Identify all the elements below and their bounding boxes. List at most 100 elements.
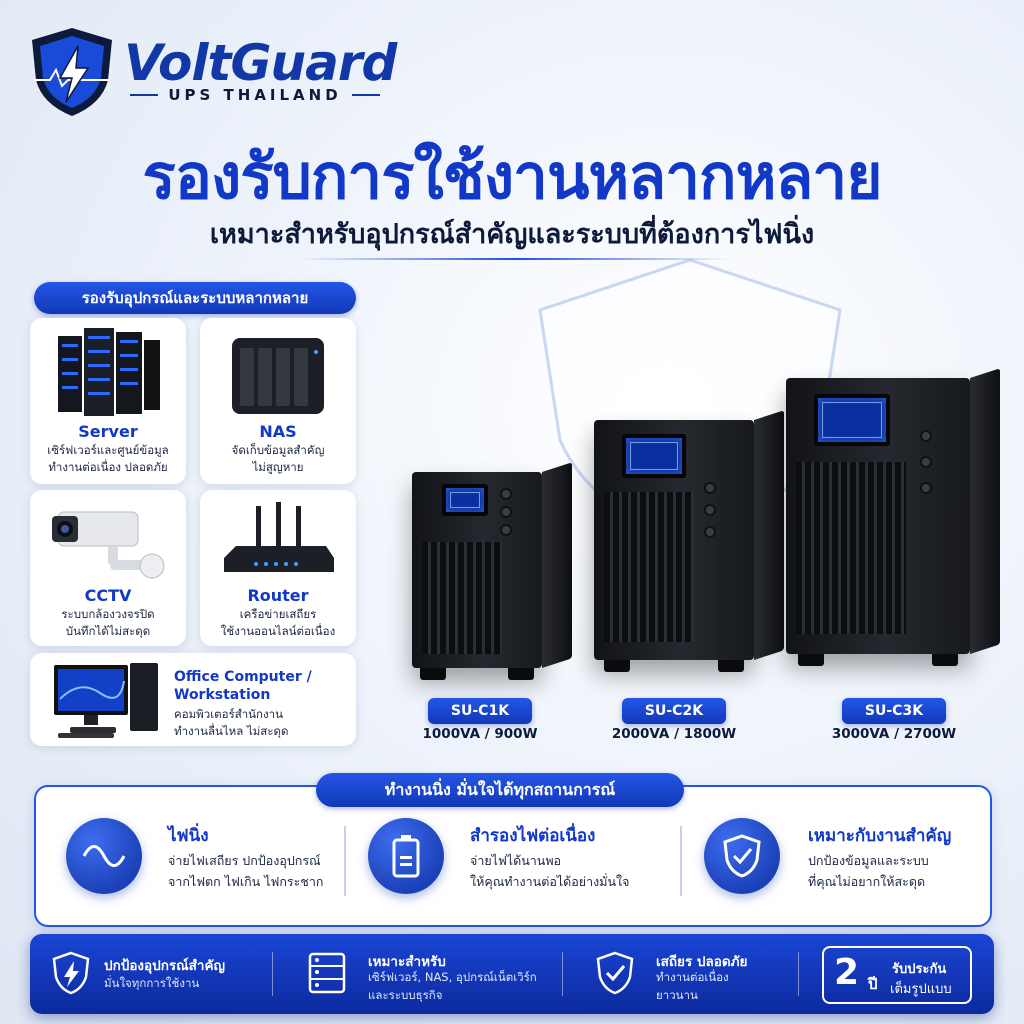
warranty-unit: ปี	[868, 975, 878, 993]
shield-bolt-icon	[48, 950, 94, 996]
bottom-title-suitable: เหมาะสำหรับ	[368, 954, 446, 970]
bottom-divider	[798, 952, 799, 996]
ups-button	[704, 482, 716, 494]
feature-desc-critical-2: ที่คุณไม่อยากให้สะดุด	[808, 874, 926, 889]
bottom-title-protect: ปกป้องอุปกรณ์สำคัญ	[104, 958, 225, 974]
ups-foot	[718, 660, 744, 672]
cctv-camera-icon	[52, 511, 165, 579]
model-spec-su-c1k: 1000VA / 900W	[422, 726, 538, 742]
ups-unit-su-c2k	[594, 410, 784, 672]
feature-title-critical: เหมาะกับงานสำคัญ	[808, 826, 952, 846]
feature-desc-critical-1: ปกป้องข้อมูลและระบบ	[808, 853, 929, 868]
server-rack-icon	[304, 950, 350, 996]
device-desc-nas-2: ไม่สูญหาย	[252, 460, 304, 474]
bottom-desc-suitable-2: และระบบธุรกิจ	[368, 988, 443, 1002]
sine-wave-icon	[66, 818, 142, 894]
device-title-server: Server	[78, 422, 138, 441]
ups-foot	[604, 660, 630, 672]
brand-subtitle-text: UPS THAILAND	[168, 86, 342, 104]
ups-lcd-screen	[622, 434, 686, 478]
bottom-desc-protect: มั่นใจทุกการใช้งาน	[104, 976, 200, 990]
device-title-office-2: Workstation	[174, 687, 271, 703]
feature-desc-stable-2: จากไฟตก ไฟเกิน ไฟกระชาก	[168, 874, 324, 889]
ups-vent	[604, 492, 694, 642]
device-card-server: Server เซิร์ฟเวอร์และศูนย์ข้อมูล ทำงานต่…	[30, 318, 186, 484]
feature-desc-backup-2: ให้คุณทำงานต่อได้อย่างมั่นใจ	[470, 874, 630, 889]
ups-foot	[932, 654, 958, 666]
device-card-router: Router เครือข่ายเสถียร ใช้งานออนไลน์ต่อเ…	[200, 490, 356, 646]
device-desc-router-1: เครือข่ายเสถียร	[239, 607, 317, 621]
router-icon	[224, 502, 334, 572]
feature-desc-backup: จ่ายไฟได้นานพอ ให้คุณทำงานต่อได้อย่างมั่…	[470, 850, 629, 892]
device-card-cctv: CCTV ระบบกล้องวงจรปิด บันทึกได้ไม่สะดุด	[30, 490, 186, 646]
warranty-text-2: เต็มรูปแบบ	[890, 982, 952, 997]
model-spec-su-c3k: 3000VA / 2700W	[831, 726, 957, 742]
device-desc-router-2: ใช้งานออนไลน์ต่อเนื่อง	[220, 624, 336, 638]
model-label-su-c1k: SU-C1K	[428, 698, 532, 724]
feature-desc-stable-1: จ่ายไฟเสถียร ปกป้องอุปกรณ์	[168, 853, 321, 868]
feature-title-backup: สำรองไฟต่อเนื่อง	[470, 826, 596, 846]
bottom-desc-stable-2: ยาวนาน	[656, 988, 698, 1002]
device-title-office-1: Office Computer /	[174, 669, 312, 685]
device-card-nas: NAS จัดเก็บข้อมูลสำคัญ ไม่สูญหาย	[200, 318, 356, 484]
warranty-years: 2	[834, 952, 860, 993]
feature-desc-critical: ปกป้องข้อมูลและระบบ ที่คุณไม่อยากให้สะดุ…	[808, 850, 929, 892]
device-desc-cctv-1: ระบบกล้องวงจรปิด	[61, 607, 155, 621]
model-label-su-c2k: SU-C2K	[622, 698, 726, 724]
shield-check-icon	[592, 950, 638, 996]
feature-desc-backup-1: จ่ายไฟได้นานพอ	[470, 853, 562, 868]
bottom-divider	[562, 952, 563, 996]
ups-foot	[420, 668, 446, 680]
bottom-title-stable: เสถียร ปลอดภัย	[656, 954, 748, 970]
headline: รองรับการใช้งานหลากหลาย	[142, 140, 882, 213]
ups-vent	[422, 542, 502, 654]
ups-button	[920, 456, 932, 468]
brand-name: VoltGuard	[124, 34, 397, 92]
bottom-divider	[272, 952, 273, 996]
bottom-desc-stable-1: ทำงานต่อเนื่อง	[656, 970, 729, 984]
device-desc-server-1: เซิร์ฟเวอร์และศูนย์ข้อมูล	[47, 443, 169, 457]
shield-check-icon	[704, 818, 780, 894]
device-desc-office-1: คอมพิวเตอร์สำนักงาน	[174, 707, 283, 721]
device-title-nas: NAS	[259, 422, 297, 441]
ups-button	[500, 524, 512, 536]
ups-foot	[798, 654, 824, 666]
bottom-desc-suitable-1: เซิร์ฟเวอร์, NAS, อุปกรณ์เน็ตเวิร์ก	[368, 970, 537, 984]
brand-subtitle: UPS THAILAND	[130, 86, 381, 104]
warranty-text-1: รับประกัน	[892, 962, 947, 977]
device-desc-nas-1: จัดเก็บข้อมูลสำคัญ	[231, 443, 325, 457]
logo-shield-icon	[26, 24, 118, 120]
ups-vent	[796, 462, 906, 634]
ups-lcd-screen	[442, 484, 488, 516]
ups-button	[500, 506, 512, 518]
features-panel	[34, 785, 992, 927]
support-label-pill: รองรับอุปกรณ์และระบบหลากหลาย	[34, 282, 356, 314]
subhead-divider	[300, 258, 730, 260]
subheadline: เหมาะสำหรับอุปกรณ์สำคัญและระบบที่ต้องการ…	[209, 219, 815, 250]
feature-divider	[680, 826, 682, 896]
feature-divider	[344, 826, 346, 896]
ups-button	[704, 526, 716, 538]
feature-title-stable: ไฟนิ่ง	[168, 826, 209, 846]
ups-button	[500, 488, 512, 500]
ups-unit-su-c3k	[786, 368, 1000, 666]
ups-lcd-screen	[814, 394, 890, 446]
ups-foot	[508, 668, 534, 680]
ups-button	[920, 482, 932, 494]
warranty-badge	[822, 946, 972, 1004]
device-desc-cctv-2: บันทึกได้ไม่สะดุด	[65, 624, 151, 638]
device-card-office: Office Computer / Workstation คอมพิวเตอร…	[30, 653, 356, 746]
features-label-pill: ทำงานนิ่ง มั่นใจได้ทุกสถานการณ์	[316, 773, 684, 807]
ups-button	[704, 504, 716, 516]
ups-button	[920, 430, 932, 442]
model-label-su-c3k: SU-C3K	[842, 698, 946, 724]
battery-icon	[368, 818, 444, 894]
nas-drive-icon	[232, 338, 324, 414]
device-desc-server-2: ทำงานต่อเนื่อง ปลอดภัย	[48, 460, 168, 474]
workstation-icon	[54, 663, 158, 738]
device-title-cctv: CCTV	[84, 586, 132, 605]
device-desc-office-2: ทำงานลื่นไหล ไม่สะดุด	[174, 724, 289, 738]
model-spec-su-c2k: 2000VA / 1800W	[611, 726, 737, 742]
server-rack-icon	[58, 328, 160, 416]
device-title-router: Router	[247, 586, 309, 605]
